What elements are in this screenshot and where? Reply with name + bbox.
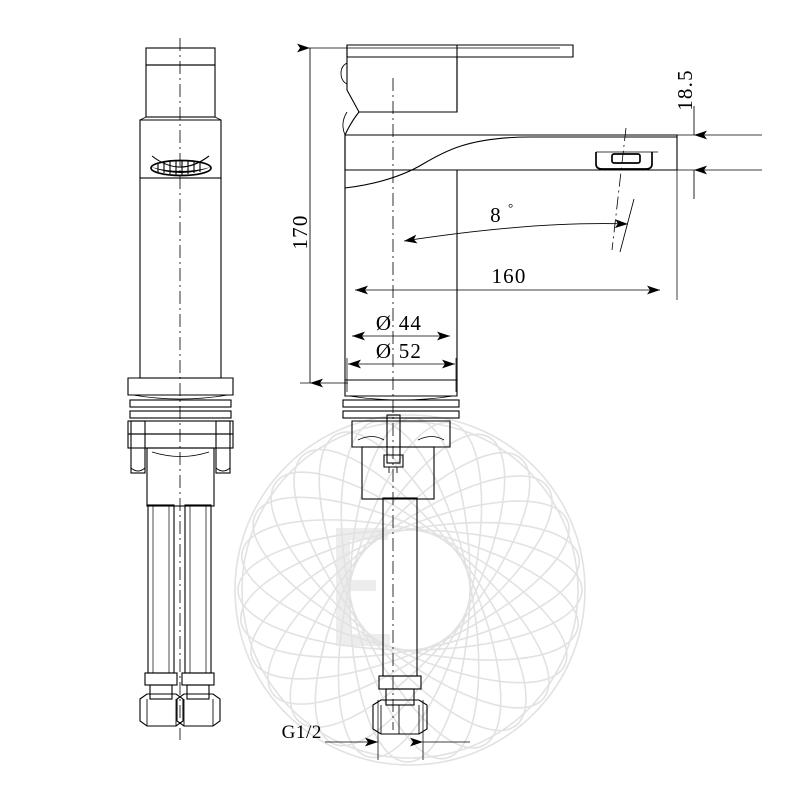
side-view-faucet — [340, 44, 678, 735]
front-hose-ferrules — [144, 672, 215, 700]
front-aerator — [150, 155, 212, 177]
front-hose-nuts — [139, 693, 221, 727]
side-aerator-nozzle — [595, 151, 658, 170]
side-hose-nut — [372, 699, 428, 735]
dimension-label-spout-drop: 18.5 — [673, 69, 697, 111]
dimension-label-angle: 8 — [490, 203, 502, 227]
dimension-height-170 — [297, 43, 560, 388]
side-mounting-flange — [342, 379, 460, 448]
dimension-label-height: 170 — [288, 214, 312, 249]
side-shank — [361, 446, 435, 500]
dimension-diameter-52 — [346, 358, 457, 392]
side-threaded-stud — [383, 414, 404, 473]
front-mounting-flange — [127, 377, 234, 449]
dimension-angle-8 — [403, 198, 635, 253]
side-spout-curve — [344, 136, 677, 189]
front-body-column — [139, 177, 222, 379]
front-body-collar — [139, 116, 222, 179]
dimension-offset-18-5 — [660, 106, 762, 199]
watermark-spirograph — [234, 414, 586, 766]
side-nozzle-axis — [611, 127, 627, 251]
front-supply-hoses — [147, 504, 212, 674]
side-lever-handle — [340, 44, 574, 136]
side-hose-ferrule — [378, 675, 422, 706]
dimension-label-angle-group: 8 ° — [490, 200, 513, 227]
front-view-faucet — [127, 38, 234, 740]
dimension-label-thread: G1/2 — [282, 722, 322, 743]
front-mounting-bolts — [130, 420, 231, 474]
front-shank — [146, 447, 215, 507]
front-handle-cap — [145, 47, 216, 118]
dimension-thread-g12 — [325, 700, 470, 760]
dimension-label-angle-degree-symbol: ° — [508, 200, 513, 215]
dimension-label-base-diameter: Ø 52 — [376, 339, 422, 363]
dimension-label-body-diameter: Ø 44 — [376, 311, 422, 335]
dimension-reach-160 — [355, 170, 678, 300]
watermark-graphic — [234, 414, 586, 766]
dimension-label-reach: 160 — [491, 264, 526, 288]
